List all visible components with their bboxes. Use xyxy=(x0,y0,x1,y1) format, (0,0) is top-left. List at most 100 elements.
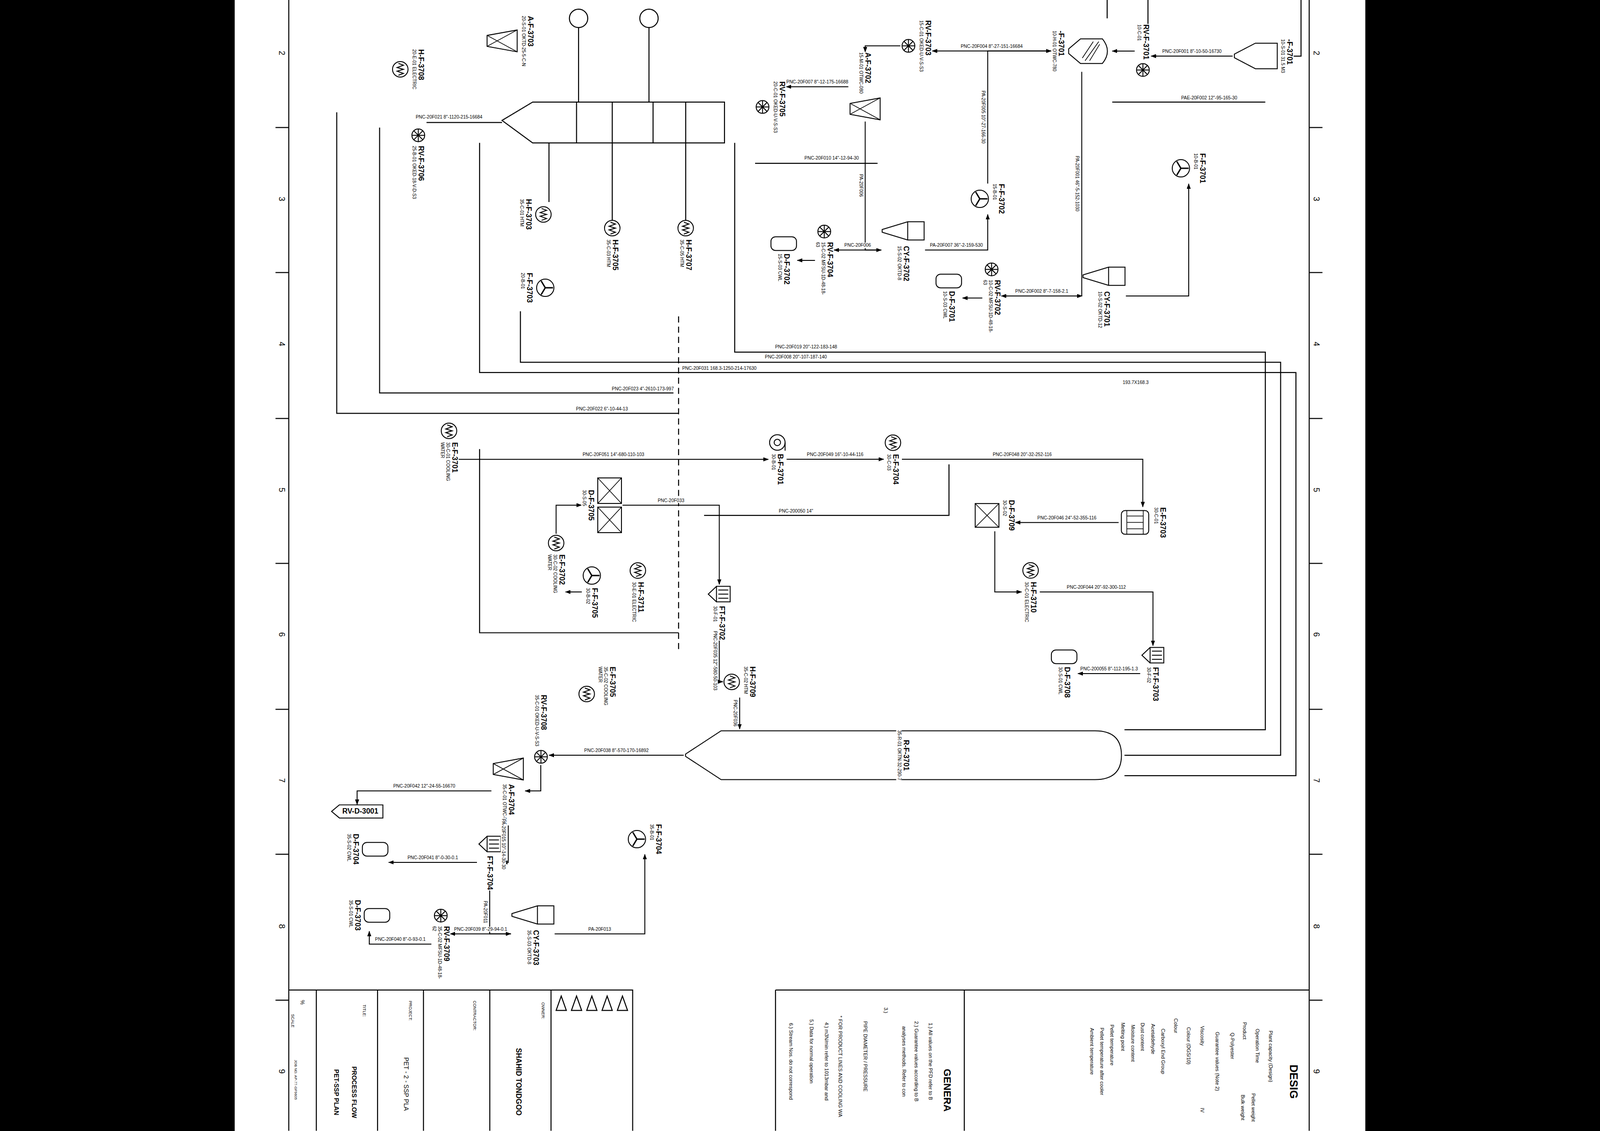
line-number: PNC-20F040 8"-0-93-0.1 xyxy=(373,936,427,943)
heat-exchanger: E-F-370130-C-01 COOLING WATER xyxy=(439,421,459,498)
equipment-spec: 20-C-01 OKED-U-V-S-S3 xyxy=(772,81,779,134)
heater: H-F-370535-C-03 HTM xyxy=(603,218,622,271)
equipment-spec: 30-E-01 ELECTRIC xyxy=(631,581,637,623)
drum: D-F-370830-S-01 CWL xyxy=(1050,648,1078,699)
line-number: PNC-20F033 xyxy=(656,497,685,504)
note-text: * FOR PRODUCT LINES AND COOLING WA xyxy=(837,1014,844,1118)
heat-exchanger-symbol xyxy=(883,433,902,452)
title-block-text: PET-SSP PLAN xyxy=(332,1067,341,1116)
line-number: PNC-20F036 xyxy=(732,699,739,728)
tag-block: H-F-370935-C-02 HTM xyxy=(742,665,757,698)
grid-number: 9 xyxy=(1311,1068,1322,1075)
tag-block: D-F-370830-S-01 CWL xyxy=(1057,666,1072,699)
tag-block: H-F-371030-C-01 ELECTRIC xyxy=(1023,581,1038,623)
title-block-text: TITLE: xyxy=(362,1003,367,1018)
drum: D-F-370215-S-03 CWL xyxy=(769,235,798,285)
line-number: PNC-20F019 20"-122-183-148 xyxy=(774,344,839,350)
filter-symbol xyxy=(476,834,503,854)
symbol-holder xyxy=(485,27,520,54)
symbol-holder xyxy=(1021,561,1040,580)
title-block-text: DESIG xyxy=(1287,1063,1301,1100)
design-table-text: Operation Time xyxy=(1254,1027,1261,1064)
pipe-connector xyxy=(994,531,1022,592)
symbol-holder xyxy=(1066,35,1113,68)
equipment-tag: H-F-3705 xyxy=(610,238,619,271)
equipment-tag: F-F-3702 xyxy=(997,183,1006,215)
line-number: PNC-20F035 12"-580-50-103 xyxy=(712,630,718,692)
design-table-text: Plant capacity (Design) xyxy=(1267,1029,1274,1083)
pipe-line xyxy=(548,27,686,230)
equipment-spec: 30-B-01 xyxy=(770,453,777,471)
cyclone: CY-F-370110-S-02 OKTD-12 xyxy=(1082,263,1126,329)
design-table-text: Pellet temperature after cooler xyxy=(1099,1026,1106,1096)
equipment-tag: H-F-3703 xyxy=(523,198,533,231)
grid-number: 9 xyxy=(276,1068,287,1075)
equipment-spec: 15-S-02 OKTD-8 xyxy=(896,245,902,281)
pipe-connector xyxy=(1081,72,1083,296)
tag-block: H-F-370735-C-05 HTM xyxy=(678,238,693,271)
note-text: 6.) Stream Nos. do not correspond xyxy=(787,1021,794,1101)
design-table-text: Bulk weight xyxy=(1240,1093,1247,1121)
symbol-holder xyxy=(626,828,648,849)
heat-exchanger: E-F-370535-C-02 COOLING WATER xyxy=(577,666,617,722)
pipe-connector xyxy=(548,754,684,756)
drum-symbol xyxy=(935,273,963,290)
equipment-spec: 30-F-02 xyxy=(1146,666,1152,684)
tag-block: FT-F-370330-F-02 xyxy=(1146,666,1160,702)
equipment-tag: -F-3701 xyxy=(1056,30,1065,57)
symbol-holder xyxy=(969,188,990,209)
equipment-spec: 30-B-02 xyxy=(585,587,591,605)
symbol-holder xyxy=(628,561,648,580)
note-text: 1.) All values on the PFD refer to B xyxy=(927,1021,934,1101)
tag-block: CY-F-370335-S-03 OKTD-8 xyxy=(525,929,540,966)
filter: FT-F-3704 xyxy=(476,834,503,891)
equipment-tag: CY-F-3703 xyxy=(531,929,540,966)
separator: -F-370110-H-01 OTWC-780 xyxy=(1051,30,1113,72)
heat-exchanger-symbol xyxy=(577,684,596,704)
heat-exchanger-symbol xyxy=(547,533,566,552)
pipe-line xyxy=(288,989,633,1131)
tag-block: D-F-370335-S-01 CWL xyxy=(347,899,362,932)
drum: D-F-370335-S-01 CWL xyxy=(347,899,391,932)
equipment-spec: 30-C-01 xyxy=(1153,506,1159,524)
fan: F-F-370530-B-02 xyxy=(581,565,602,619)
equipment-tag: B-F-3701 xyxy=(776,453,785,486)
drum-symbol xyxy=(361,841,389,857)
pipe-line xyxy=(275,127,1323,1000)
symbol-holder xyxy=(722,672,741,691)
heater-symbol xyxy=(722,672,741,691)
cyclone: CY-F-370215-S-02 OKTD-8 xyxy=(881,218,926,282)
rotary-valve-symbol xyxy=(432,906,450,924)
equipment-spec: 35-C-02 MFSU-1D-48-18-62 xyxy=(431,925,442,981)
pipe-connector xyxy=(357,790,492,805)
line-number: PNC-20F007 8"-12-175-16688 xyxy=(785,79,850,85)
equipment-tag: H-F-3710 xyxy=(1029,581,1038,614)
filter-symbol xyxy=(1140,645,1166,665)
tag-block: D-F-370110-S-03 CWL xyxy=(942,290,956,323)
symbol-holder xyxy=(1118,509,1152,536)
dryer-bed-symbol xyxy=(596,476,623,534)
line-number: PA-20F005 10"-27-166-30 xyxy=(980,89,987,145)
symbol-holder xyxy=(1050,648,1078,665)
fan: F-F-370435-B-01 xyxy=(626,823,663,855)
equipment-spec: 30-C-03 xyxy=(885,453,892,472)
dryer-bed-symbol xyxy=(974,502,1000,529)
line-number: PNC-20F039 8"-29-94-0.1 xyxy=(453,926,508,933)
equipment-spec: 35-R-01 OKTN-32-290-7 xyxy=(896,729,902,781)
grid-number: 2 xyxy=(1311,49,1322,57)
equipment-spec: 10-S-01 31.5 M3 xyxy=(1279,38,1286,74)
equipment-spec: 15-S-03 CWL xyxy=(776,253,783,282)
rotary-valve-symbol xyxy=(532,748,549,765)
grid-number: 8 xyxy=(1311,923,1322,930)
line-number: PNC-20F021 8"-1120-215-16684 xyxy=(414,114,484,120)
equipment-spec: 15-B-01 xyxy=(991,183,998,201)
pipe-line xyxy=(426,121,503,123)
pipe-line xyxy=(678,316,679,654)
line-number: PNC-20F041 8"-0-30-0.1 xyxy=(406,854,460,861)
design-table-text: Colour (DGS/10) xyxy=(1185,1026,1192,1066)
heater: H-F-370735-C-05 HTM xyxy=(676,218,695,271)
tag-block: E-F-370535-C-02 COOLING WATER xyxy=(597,666,617,722)
note-text: analyses methods. Refer to con xyxy=(900,1025,907,1098)
title-block-text: PROCESS FLOW xyxy=(350,1065,358,1119)
equipment-tag: A-F-3704 xyxy=(506,783,515,816)
